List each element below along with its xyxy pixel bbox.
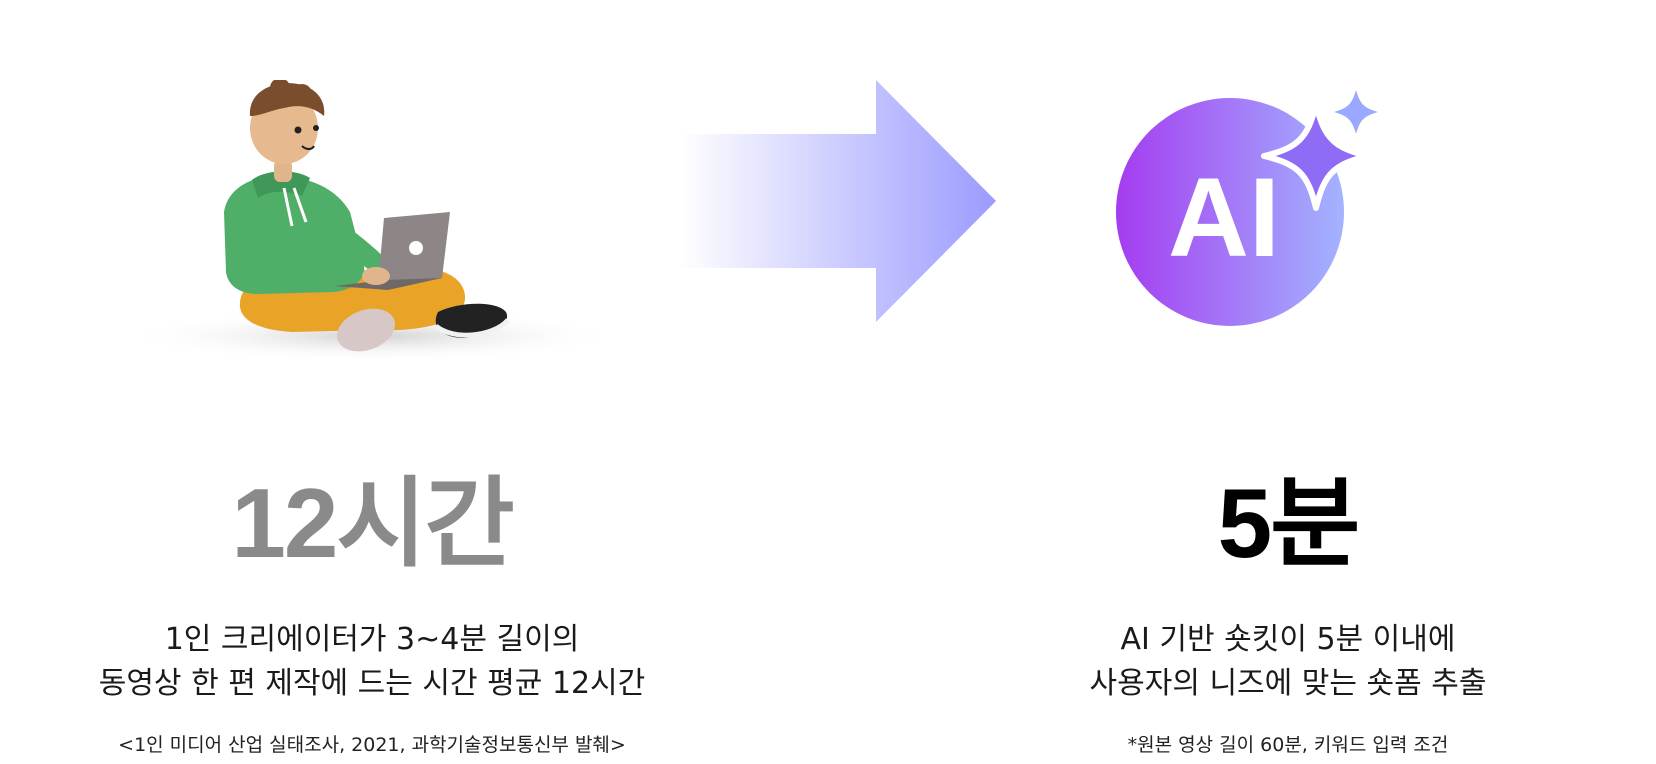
- right-arrow-icon: [680, 80, 996, 322]
- ai-desc-line-2: 사용자의 니즈에 맞는 숏폼 추출: [1089, 666, 1487, 701]
- ai-time-stat: 5분: [1217, 468, 1361, 578]
- source-note: <1인 미디어 산업 실태조사, 2021, 과학기술정보통신부 발췌>: [118, 734, 626, 756]
- manual-time-stat: 12시간: [231, 468, 514, 578]
- condition-note: *원본 영상 길이 60분, 키워드 입력 조건: [1127, 734, 1449, 756]
- manual-time-description: 1인 크리에이터가 3~4분 길이의 동영상 한 편 제작에 드는 시간 평균 …: [72, 618, 672, 706]
- person-with-laptop-illustration: [122, 80, 622, 362]
- ai-sparkle-icon: AI: [1116, 90, 1378, 326]
- manual-desc-line-1: 1인 크리에이터가 3~4분 길이의: [164, 622, 580, 657]
- manual-desc-line-2: 동영상 한 편 제작에 드는 시간 평균 12시간: [98, 666, 646, 701]
- ai-production-panel: AI 5분 AI 기반 숏킷이 5분 이내에 사용자의 니즈에 맞는 숏폼 추출…: [988, 0, 1588, 764]
- ai-desc-line-1: AI 기반 숏킷이 5분 이내에: [1120, 622, 1456, 657]
- ai-badge-text: AI: [1168, 155, 1280, 280]
- ai-time-description: AI 기반 숏킷이 5분 이내에 사용자의 니즈에 맞는 숏폼 추출: [988, 618, 1588, 706]
- manual-production-panel: 12시간 1인 크리에이터가 3~4분 길이의 동영상 한 편 제작에 드는 시…: [72, 0, 672, 764]
